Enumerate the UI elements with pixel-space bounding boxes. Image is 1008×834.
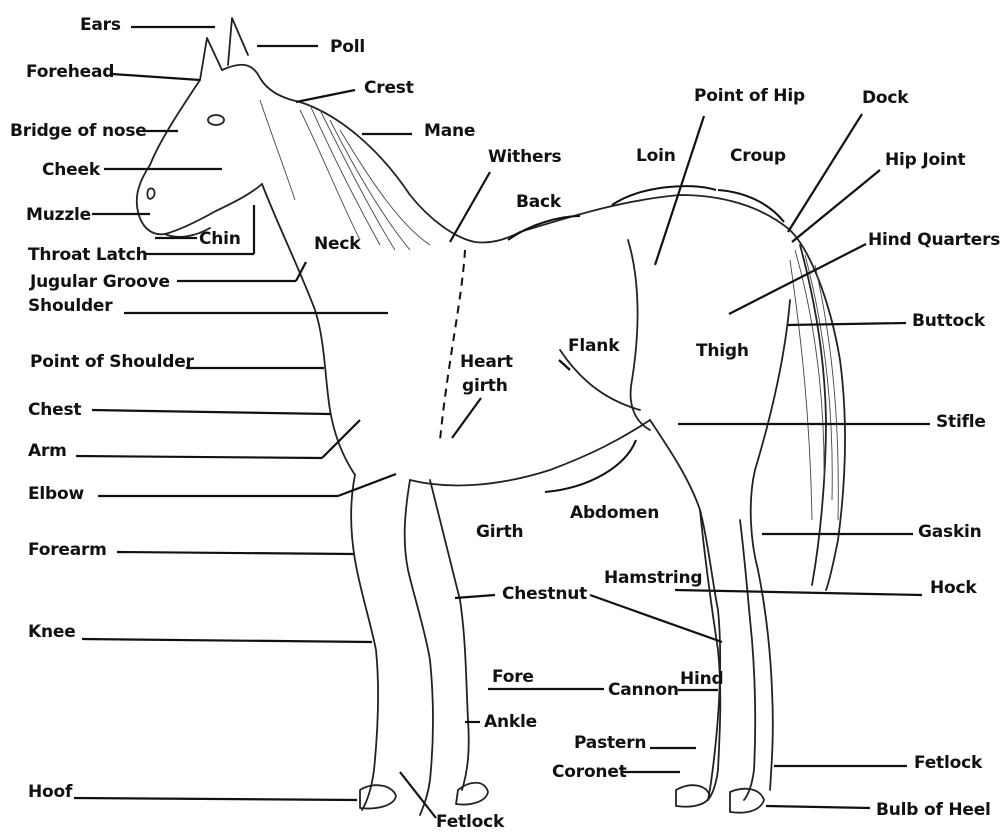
label-girth: Girth bbox=[476, 522, 523, 542]
back-arc bbox=[508, 216, 580, 240]
label-withers: Withers bbox=[488, 147, 561, 167]
label-cannon: Cannon bbox=[608, 680, 679, 700]
label-elbow: Elbow bbox=[28, 484, 84, 504]
label-forearm: Forearm bbox=[28, 540, 107, 560]
label-forehead: Forehead bbox=[26, 62, 114, 82]
label-mane: Mane bbox=[424, 121, 475, 141]
label-neck: Neck bbox=[314, 234, 360, 254]
croup-arc bbox=[718, 190, 784, 222]
label-point-of-hip: Point of Hip bbox=[694, 86, 805, 106]
label-fetlock-hind: Fetlock bbox=[914, 753, 982, 773]
label-chest: Chest bbox=[28, 400, 81, 420]
label-point-of-shoulder: Point of Shoulder bbox=[30, 352, 194, 372]
label-ears: Ears bbox=[80, 15, 121, 35]
label-arm: Arm bbox=[28, 441, 67, 461]
label-fetlock-fore: Fetlock bbox=[436, 812, 504, 832]
label-hamstring: Hamstring bbox=[604, 568, 702, 588]
label-croup: Croup bbox=[730, 146, 786, 166]
mane-hatching bbox=[260, 100, 430, 250]
label-heart-girth: girth bbox=[462, 376, 508, 396]
label-ankle: Ankle bbox=[484, 712, 537, 732]
label-hind: Hind bbox=[680, 669, 724, 689]
leader-lines bbox=[74, 27, 930, 818]
label-buttock: Buttock bbox=[912, 311, 985, 331]
label-flank: Flank bbox=[568, 336, 619, 356]
label-pastern: Pastern bbox=[574, 733, 646, 753]
label-jugular-groove: Jugular Groove bbox=[30, 272, 170, 292]
label-coronet: Coronet bbox=[552, 762, 627, 782]
label-crest: Crest bbox=[364, 78, 414, 98]
label-throat-latch: Throat Latch bbox=[28, 245, 148, 265]
label-knee: Knee bbox=[28, 622, 76, 642]
heart-girth-dashed-line bbox=[440, 250, 465, 440]
label-gaskin: Gaskin bbox=[918, 522, 982, 542]
label-hoof: Hoof bbox=[28, 782, 72, 802]
label-chin: Chin bbox=[199, 229, 241, 249]
label-stifle: Stifle bbox=[936, 412, 986, 432]
label-loin: Loin bbox=[636, 146, 676, 166]
tail-hatching bbox=[790, 250, 838, 520]
label-heart: Heart bbox=[460, 352, 513, 372]
label-poll: Poll bbox=[330, 37, 365, 57]
label-muzzle: Muzzle bbox=[26, 205, 91, 225]
label-bulb-of-heel: Bulb of Heel bbox=[876, 800, 991, 820]
label-cheek: Cheek bbox=[42, 160, 100, 180]
label-hind-quarters: Hind Quarters bbox=[868, 230, 1000, 250]
label-dock: Dock bbox=[862, 88, 908, 108]
label-bridge-of-nose: Bridge of nose bbox=[10, 121, 147, 141]
label-shoulder: Shoulder bbox=[28, 296, 112, 316]
label-thigh: Thigh bbox=[696, 341, 749, 361]
label-hip-joint: Hip Joint bbox=[885, 150, 965, 170]
horse-body-outline bbox=[137, 18, 845, 815]
label-hock: Hock bbox=[930, 578, 977, 598]
label-back: Back bbox=[516, 192, 561, 212]
label-abdomen: Abdomen bbox=[570, 503, 659, 523]
label-chestnut: Chestnut bbox=[502, 584, 587, 604]
label-fore: Fore bbox=[492, 667, 534, 687]
